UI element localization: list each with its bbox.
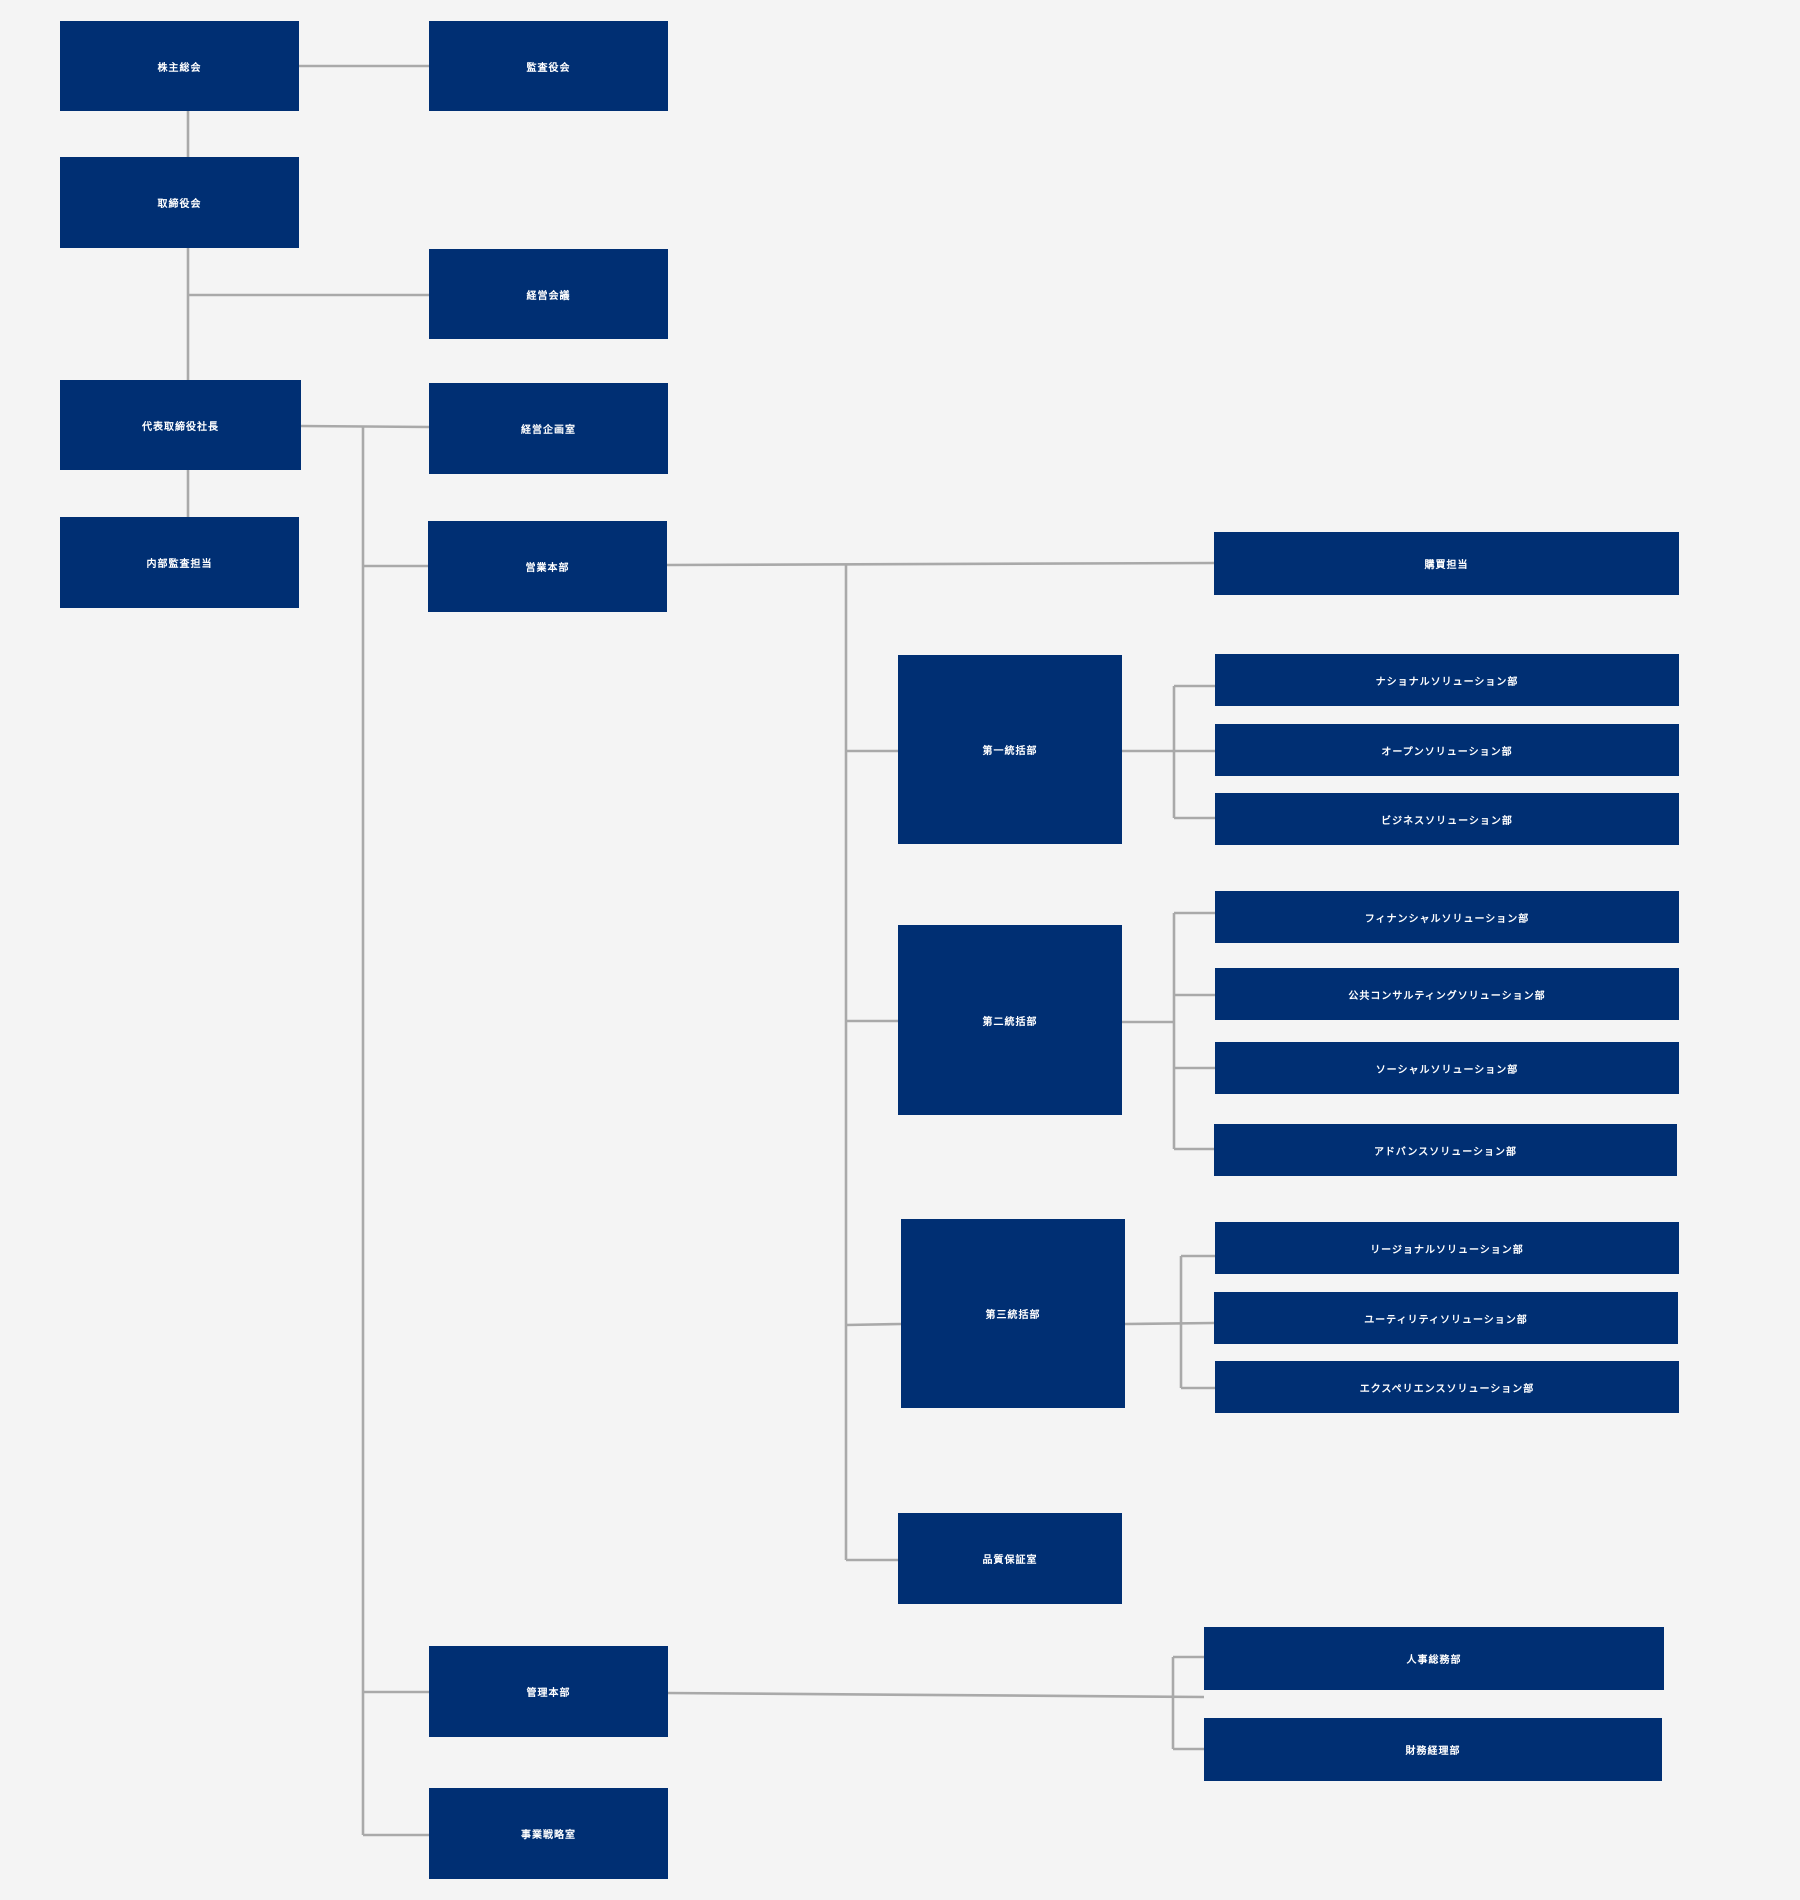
node-internal-audit: 内部監査担当 [60, 517, 299, 608]
node-div1: 第一統括部 [898, 655, 1122, 844]
node-div2-public: 公共コンサルティングソリューション部 [1215, 968, 1679, 1020]
node-management-meeting: 経営会議 [429, 249, 668, 339]
node-board: 取締役会 [60, 157, 299, 248]
node-div1-open: オープンソリューション部 [1215, 724, 1679, 776]
node-div2-advance: アドバンスソリューション部 [1214, 1124, 1677, 1176]
node-div1-business: ビジネスソリューション部 [1215, 793, 1679, 845]
node-div1-national: ナショナルソリューション部 [1215, 654, 1679, 706]
node-purchasing: 購買担当 [1214, 532, 1679, 595]
node-admin-hq: 管理本部 [429, 1646, 668, 1737]
node-qa-office: 品質保証室 [898, 1513, 1122, 1604]
node-finance: 財務経理部 [1204, 1718, 1662, 1781]
node-sales-hq: 営業本部 [428, 521, 667, 612]
node-president: 代表取締役社長 [60, 380, 301, 470]
connector-line [845, 1322, 902, 1327]
node-div3-regional: リージョナルソリューション部 [1215, 1222, 1679, 1274]
node-strategy-office: 事業戦略室 [429, 1788, 668, 1879]
node-div3-experience: エクスペリエンスソリューション部 [1215, 1361, 1679, 1413]
connector-line [1124, 1321, 1215, 1326]
connector-line [299, 424, 430, 429]
node-div2-financial: フィナンシャルソリューション部 [1215, 891, 1679, 943]
node-div3: 第三統括部 [901, 1219, 1125, 1408]
node-div2-social: ソーシャルソリューション部 [1215, 1042, 1679, 1094]
node-div3-utility: ユーティリティソリューション部 [1214, 1292, 1678, 1344]
connector-line [666, 1691, 1205, 1699]
connector-line [666, 561, 1215, 567]
node-div2: 第二統括部 [898, 925, 1122, 1115]
node-auditors: 監査役会 [429, 21, 668, 111]
node-shareholders: 株主総会 [60, 21, 299, 111]
node-hr-ga: 人事総務部 [1204, 1627, 1664, 1690]
node-planning-office: 経営企画室 [429, 383, 668, 474]
